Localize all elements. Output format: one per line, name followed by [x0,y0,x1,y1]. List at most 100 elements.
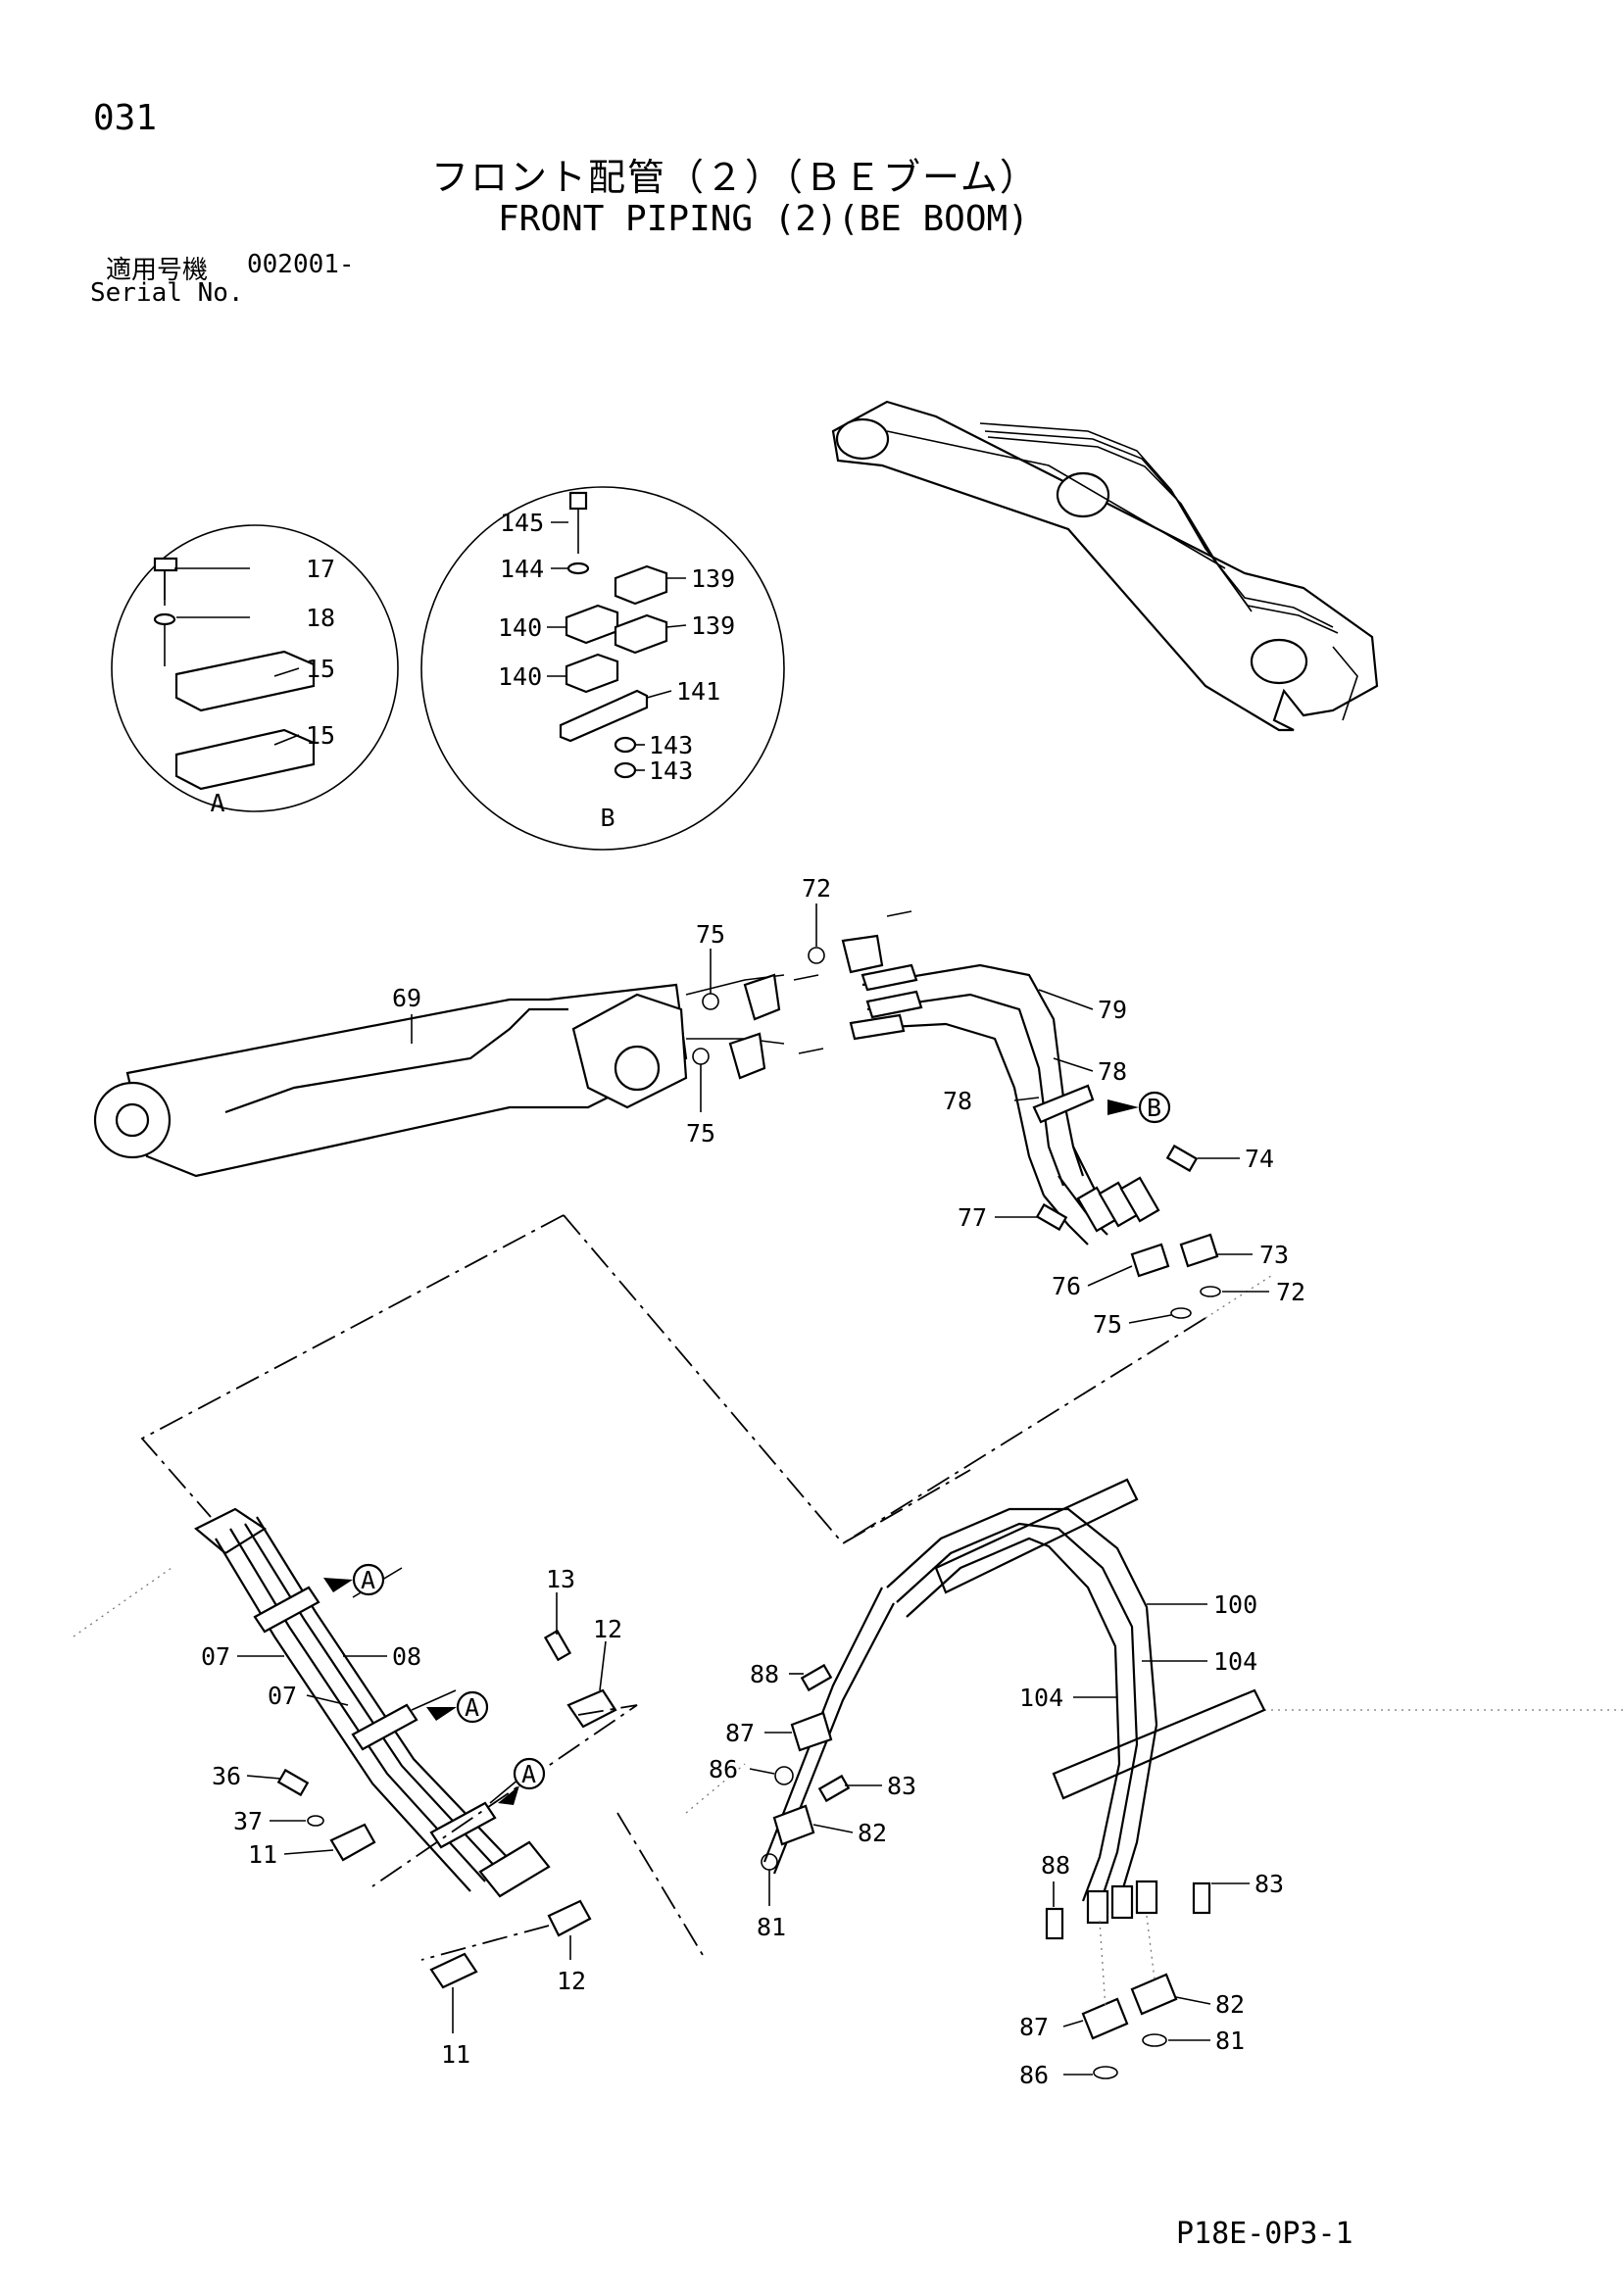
nut-143-upper [614,736,637,754]
callout-12-lower: 12 [557,1967,586,1995]
bolt-77 [1035,1202,1068,1232]
clamp-139-upper [614,564,668,606]
callout-76: 76 [1052,1272,1081,1300]
callout-73: 73 [1259,1241,1289,1269]
callout-83-lower: 83 [1254,1870,1284,1898]
callout-18: 18 [306,604,335,632]
callout-78-left: 78 [943,1087,972,1115]
callout-81-lower: 81 [1215,2027,1245,2055]
washer-37 [307,1815,324,1827]
ref-a-marker-3 [513,1757,546,1790]
callout-ref-a-1: A [361,1566,375,1594]
page-title-english: FRONT PIPING (2)(BE BOOM) [498,199,1029,239]
o-ring-72-lower [1200,1286,1221,1297]
callout-07-lower: 07 [268,1682,297,1710]
o-ring-75-lower [692,1048,710,1065]
boom-overview-illustration [831,400,1379,732]
callout-87-lower: 87 [1019,2013,1049,2041]
callout-36: 36 [212,1762,241,1790]
callout-69: 69 [392,984,421,1012]
clamp-15-lower [174,728,316,791]
bolt-74 [1165,1144,1199,1173]
detail-a: A [111,524,399,817]
clamp-11-upper [329,1823,376,1862]
clamp-140-upper [565,604,619,645]
bolt-13 [543,1629,572,1662]
nut-143-lower [614,761,637,779]
callout-81-upper: 81 [757,1913,786,1941]
callout-11-upper: 11 [248,1840,277,1869]
bolt-88-lower [1045,1907,1064,1940]
callout-37: 37 [233,1807,263,1835]
callout-12-upper: 12 [593,1615,622,1643]
o-ring-75-upper [702,993,719,1010]
flange-plate [194,1507,268,1555]
boom-cylinder-assembly [93,910,1221,1319]
callout-11-lower: 11 [441,2040,470,2069]
callout-82-upper: 82 [858,1819,887,1847]
callout-144: 144 [500,555,544,583]
clamp-139-lower [614,613,668,655]
flange-73 [1179,1233,1219,1268]
flange-upper [743,973,781,1021]
flange-87-lower [1081,1997,1129,2040]
callout-104-right: 104 [1213,1647,1257,1676]
detail-b: B [420,486,785,851]
reference-markers [323,1091,1171,1805]
detail-b-label: B [600,804,615,832]
page-number: 031 [93,98,158,138]
page-title-japanese: フロント配管（２）（ＢＥブーム） [431,156,1039,199]
callout-75-lower: 75 [686,1119,715,1148]
ref-a-marker-1 [352,1563,385,1596]
callout-86-upper: 86 [709,1755,738,1783]
clamp-a-2 [351,1703,418,1751]
callout-74: 74 [1245,1145,1274,1173]
fitting-a [1086,1889,1109,1925]
detail-b-circle [420,486,785,851]
part-callouts: 17 18 15 15 145 144 139 140 139 140 141 … [201,509,1305,2089]
fitting-c [1135,1880,1158,1915]
callout-15-lower: 15 [306,721,335,750]
callout-83-upper: 83 [887,1772,916,1800]
callout-17: 17 [306,555,335,583]
ref-b-marker [1138,1091,1171,1124]
callout-ref-a-3: A [521,1760,536,1788]
bolt-83-lower [1192,1881,1211,1915]
flange-76 [1130,1243,1170,1278]
flange-lower [728,1032,766,1080]
callout-07-upper: 07 [201,1642,230,1671]
clamp-140-lower [565,653,619,694]
flange-82-upper [772,1804,815,1846]
o-ring-86-lower [1093,2066,1118,2079]
o-ring-75-lower-right [1170,1307,1192,1319]
callout-82-lower: 82 [1215,1990,1245,2019]
callout-75-upper: 75 [696,920,725,949]
callout-08: 08 [392,1642,421,1671]
bolt-145-head [568,491,588,511]
plate-141 [559,689,649,743]
serial-label-japanese: 適用号機 [106,256,209,285]
leader-lines [174,521,1269,2076]
callout-78-right: 78 [1098,1057,1127,1086]
clamp-bar-lower [1052,1688,1266,1800]
fitting-b [1110,1884,1134,1920]
flange-top [841,934,884,974]
bolt-17 [153,557,178,572]
detail-a-label: A [210,789,224,817]
callout-87-upper: 87 [725,1719,755,1747]
bolt-88-upper [800,1663,833,1692]
ref-a-marker-2 [456,1690,489,1724]
callout-145: 145 [500,509,544,537]
callout-72-lower: 72 [1276,1278,1305,1306]
callout-139-lower: 139 [691,611,735,640]
clamp-12-upper [566,1688,617,1729]
bolt-36 [276,1768,310,1797]
callout-ref-a-2: A [465,1693,479,1722]
o-ring-72-upper [808,947,825,964]
clamp-12-lower [547,1899,592,1937]
end-fitting [478,1840,551,1898]
callout-139-upper: 139 [691,564,735,593]
clamp-11-lower [429,1952,478,1989]
callout-72-upper: 72 [802,874,831,903]
